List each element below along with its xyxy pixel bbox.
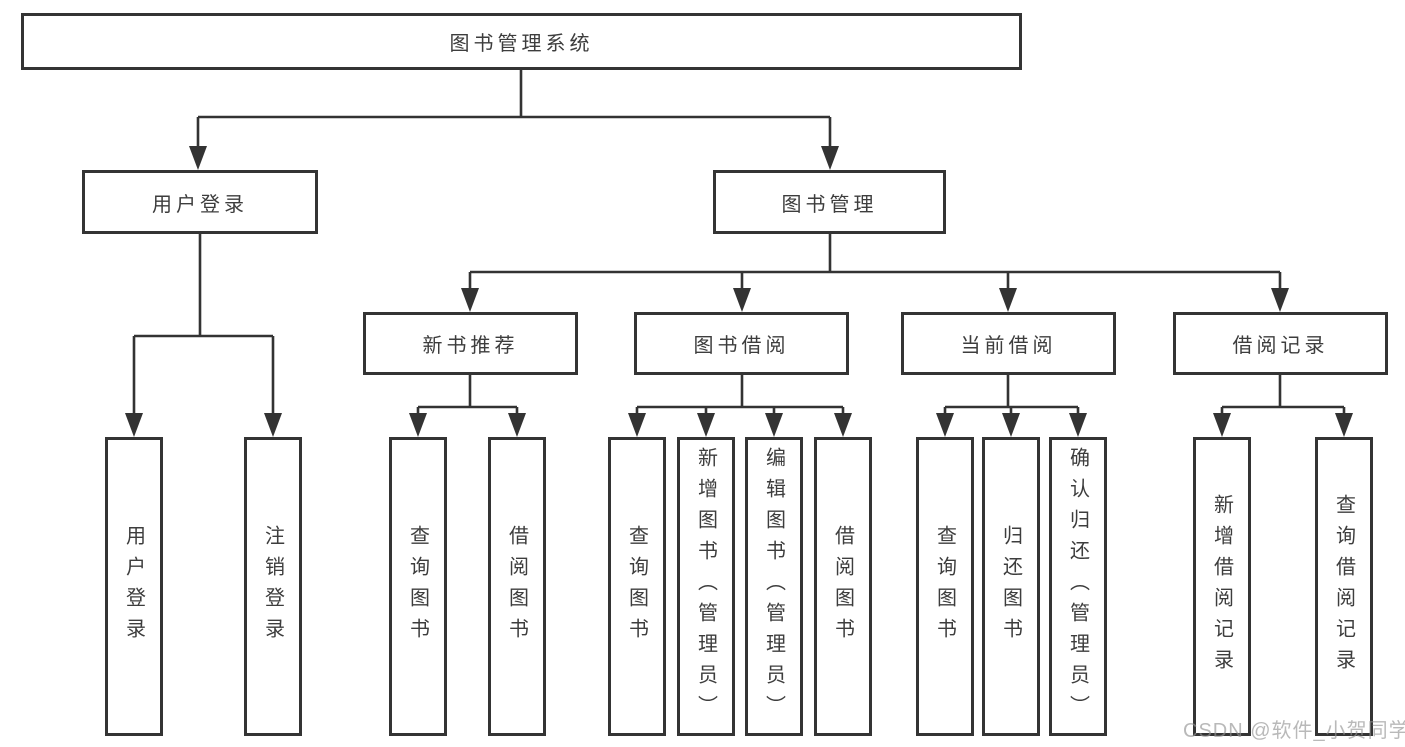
node-label: 借阅记录 <box>1232 335 1329 357</box>
node-label: 图书管理系统 <box>449 33 594 55</box>
node-label: 当前借阅 <box>960 335 1057 357</box>
node-label: 编辑图书（管理员） <box>762 447 785 726</box>
leaf-return-books: 归还图书 <box>982 437 1040 736</box>
node-label: 用户登录 <box>122 524 145 649</box>
leaf-borrow-books: 借阅图书 <box>814 437 872 736</box>
node-borrow-records: 借阅记录 <box>1173 312 1388 375</box>
leaf-add-books-admin: 新增图书（管理员） <box>677 437 735 736</box>
leaf-borrow-books-recommend: 借阅图书 <box>488 437 546 736</box>
leaf-query-books-recommend: 查询图书 <box>389 437 447 736</box>
leaf-user-login: 用户登录 <box>105 437 163 736</box>
node-label: 新增借阅记录 <box>1210 493 1233 680</box>
node-label: 查询图书 <box>406 524 429 649</box>
node-label: 用户登录 <box>152 193 248 216</box>
node-book-management: 图书管理 <box>713 170 946 234</box>
node-user-login: 用户登录 <box>82 170 318 234</box>
node-library-management-system: 图书管理系统 <box>21 13 1022 70</box>
leaf-query-borrow-record: 查询借阅记录 <box>1315 437 1373 736</box>
connector-lines <box>132 69 1346 416</box>
leaf-edit-books-admin: 编辑图书（管理员） <box>745 437 803 736</box>
node-current-borrow: 当前借阅 <box>901 312 1116 375</box>
node-label: 图书管理 <box>781 193 878 216</box>
node-label: 借阅图书 <box>505 524 528 649</box>
node-label: 归还图书 <box>999 524 1022 649</box>
node-label: 查询图书 <box>933 524 956 649</box>
node-label: 查询图书 <box>625 524 648 649</box>
node-label: 新增图书（管理员） <box>694 447 717 726</box>
leaf-query-books-current: 查询图书 <box>916 437 974 736</box>
node-new-book-recommend: 新书推荐 <box>363 312 578 375</box>
leaf-confirm-return-admin: 确认归还（管理员） <box>1049 437 1107 736</box>
leaf-logout: 注销登录 <box>244 437 302 736</box>
arrowheads <box>125 146 1353 437</box>
node-label: 图书借阅 <box>693 335 790 357</box>
node-label: 借阅图书 <box>831 524 854 649</box>
leaf-query-books-borrow: 查询图书 <box>608 437 666 736</box>
node-label: 新书推荐 <box>422 335 519 357</box>
leaf-add-borrow-record: 新增借阅记录 <box>1193 437 1251 736</box>
node-label: 确认归还（管理员） <box>1066 447 1089 726</box>
node-label: 注销登录 <box>261 524 284 649</box>
node-book-borrow: 图书借阅 <box>634 312 849 375</box>
csdn-watermark: CSDN @软件_小贺同学 <box>1183 720 1405 742</box>
node-label: 查询借阅记录 <box>1332 493 1355 680</box>
